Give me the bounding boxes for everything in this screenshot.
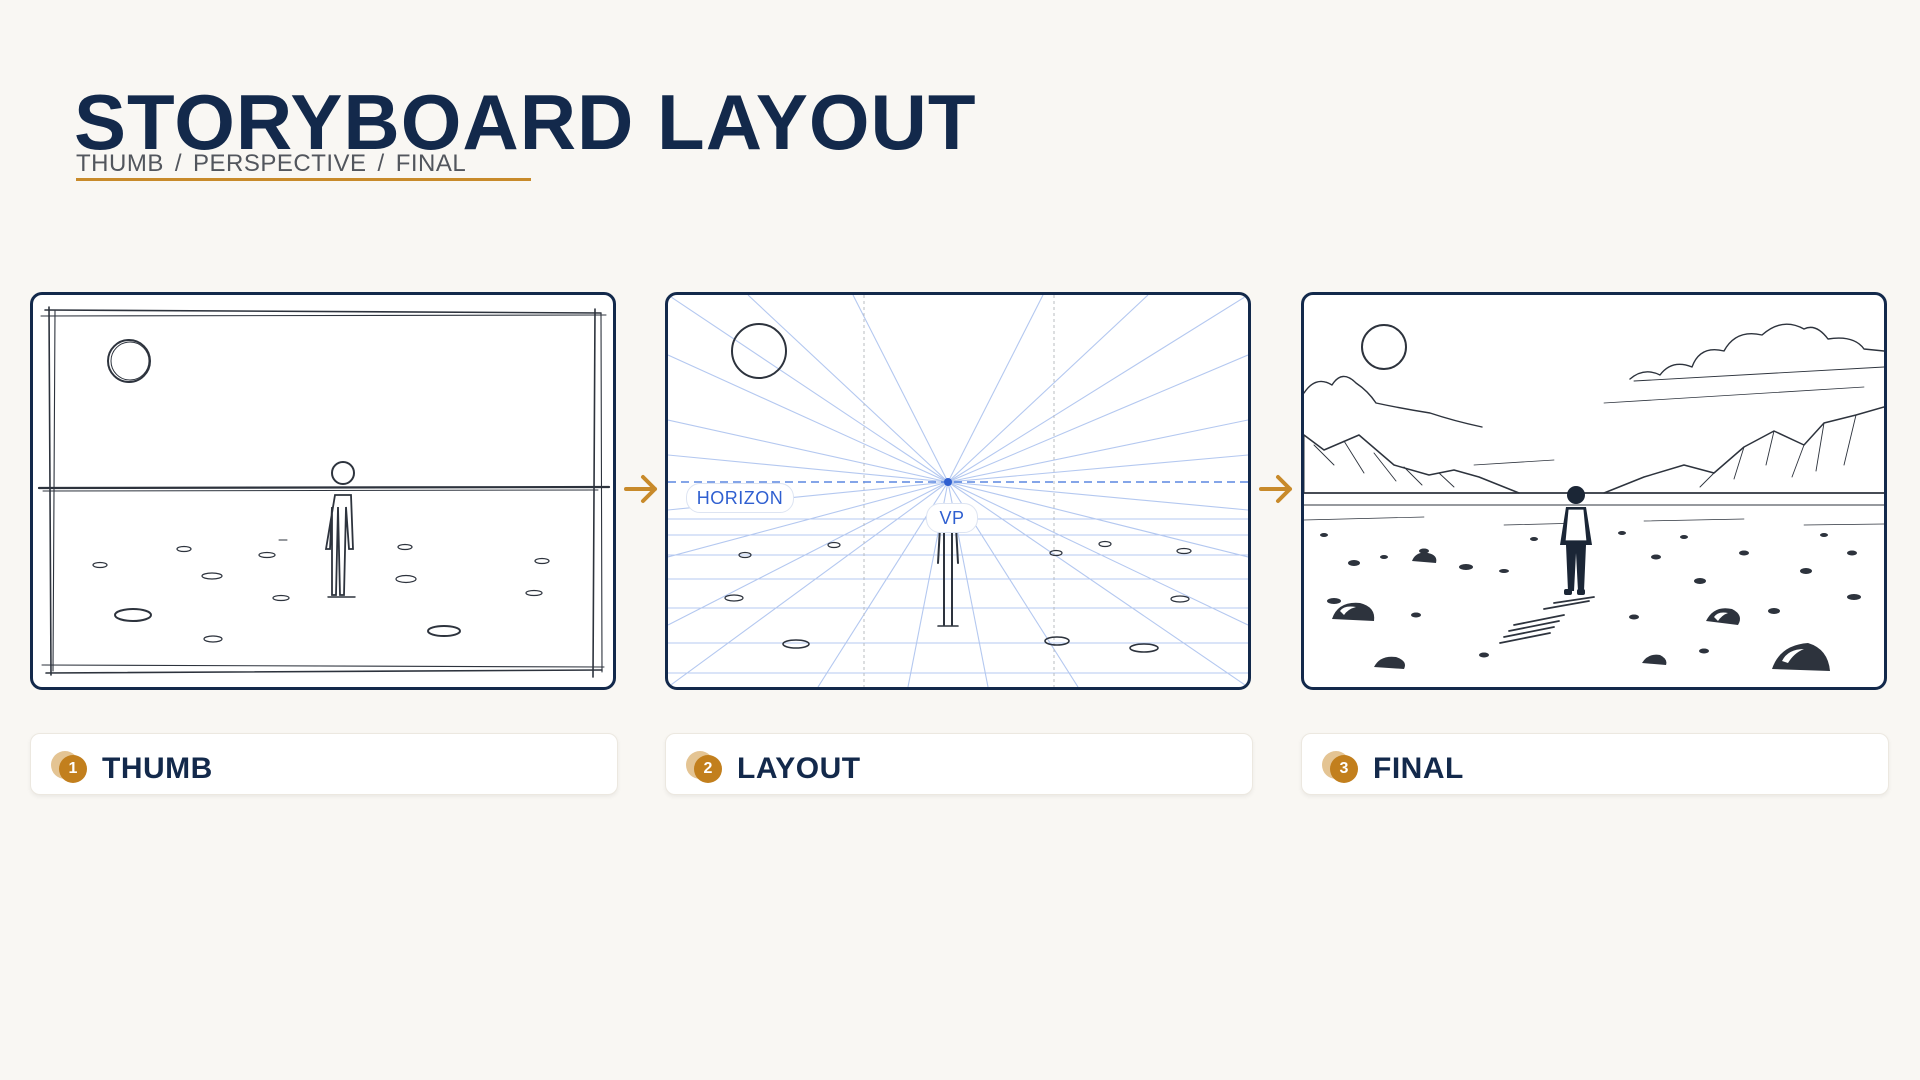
thumbnail-sketch-illustration [37, 306, 611, 678]
panel-thumb [30, 292, 616, 690]
final-illustration [1304, 323, 1884, 671]
step-label: LAYOUT [737, 752, 861, 785]
title-underline [76, 178, 531, 181]
subtitle-perspective: PERSPECTIVE [193, 150, 367, 177]
panel-layout: HORIZON VP [665, 292, 1251, 690]
step-label: THUMB [102, 752, 213, 785]
perspective-grid-illustration [668, 295, 1248, 687]
subtitle-final: FINAL [395, 150, 467, 177]
panel-final [1301, 292, 1887, 690]
subtitle-separator: / [377, 150, 385, 177]
step-number: 2 [694, 755, 722, 783]
step-number: 3 [1330, 755, 1358, 783]
subtitle-separator: / [174, 150, 182, 177]
arrow-right-icon [1259, 475, 1292, 503]
step-number-badge: 2 [686, 751, 726, 783]
subtitle-thumb: THUMB [76, 150, 164, 177]
vanishing-point-label: VP [926, 503, 978, 533]
step-number-badge: 3 [1322, 751, 1362, 783]
page-title: STORYBOARD LAYOUT [74, 78, 977, 166]
step-number: 1 [59, 755, 87, 783]
step-label: FINAL [1373, 752, 1464, 785]
page-subtitle: THUMB / PERSPECTIVE / FINAL [76, 150, 466, 178]
horizon-label: HORIZON [686, 483, 794, 513]
step-card-final: 3 FINAL [1301, 733, 1889, 795]
step-number-badge: 1 [51, 751, 91, 783]
arrow-right-icon [624, 475, 657, 503]
step-card-layout: 2 LAYOUT [665, 733, 1253, 795]
step-card-thumb: 1 THUMB [30, 733, 618, 795]
